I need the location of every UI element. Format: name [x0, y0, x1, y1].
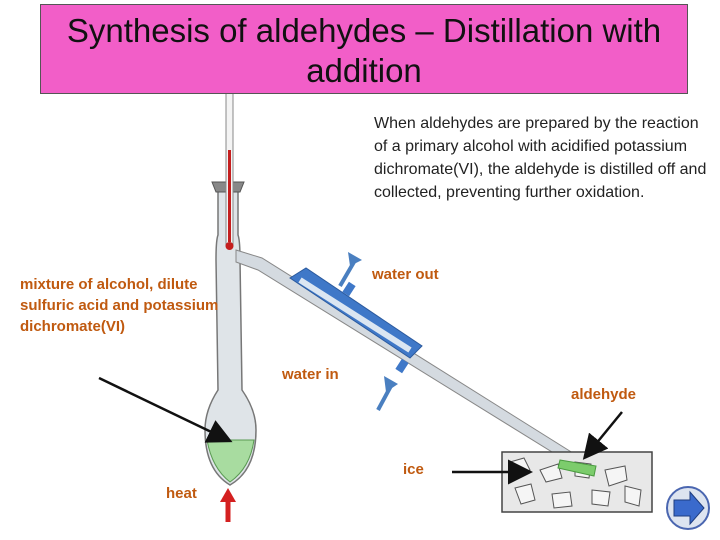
thermometer-icon — [225, 87, 234, 250]
label-mixture: mixture of alcohol, dilute sulfuric acid… — [20, 276, 219, 335]
condenser-outlet — [342, 281, 356, 297]
condenser-inlet — [395, 358, 409, 374]
title-banner: Synthesis of aldehydes – Distillation wi… — [40, 4, 688, 94]
next-slide-icon[interactable] — [666, 486, 710, 530]
label-ice: ice — [403, 461, 424, 478]
condenser-inner-tube — [298, 277, 412, 353]
label-water-out: water out — [372, 266, 439, 283]
page-title: Synthesis of aldehydes – Distillation wi… — [66, 12, 662, 89]
heat-arrowhead — [220, 488, 236, 502]
aldehyde-pointer-arrow — [582, 411, 623, 460]
label-water-in: water in — [282, 366, 339, 383]
water-out-arrow — [338, 260, 356, 288]
distillation-flask — [204, 189, 257, 486]
ice-bath — [501, 451, 653, 513]
water-out-arrowhead — [348, 252, 362, 266]
collected-aldehyde — [557, 459, 597, 477]
label-aldehyde: aldehyde — [571, 386, 637, 403]
description-text: When aldehydes are prepared by the react… — [374, 115, 707, 201]
water-in-arrowhead — [384, 376, 398, 392]
label-heat: heat — [166, 485, 197, 502]
mixture-pointer-arrow — [98, 376, 233, 443]
reaction-mixture — [206, 439, 255, 483]
